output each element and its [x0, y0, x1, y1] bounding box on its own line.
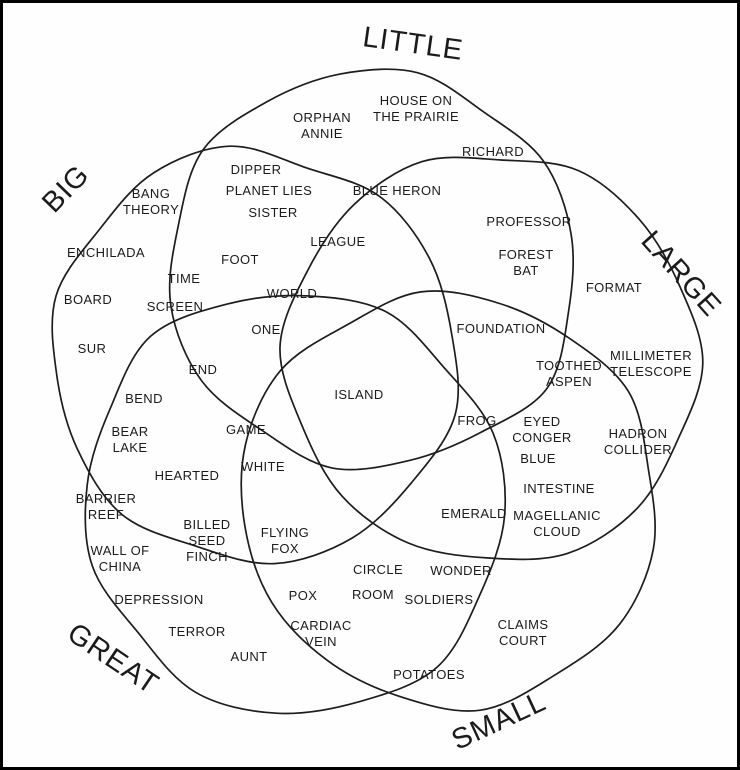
set-label-big: BIG: [36, 159, 96, 219]
region-label-terror: TERROR: [168, 624, 225, 639]
region-label-time: TIME: [168, 271, 201, 286]
region-label-sur: SUR: [78, 341, 107, 356]
region-label-game: GAME: [226, 422, 266, 437]
region-label-sister: SISTER: [248, 205, 297, 220]
region-label-league: LEAGUE: [310, 234, 365, 249]
region-label-circle: CIRCLE: [353, 562, 403, 577]
region-label-potatoes: POTATOES: [393, 667, 465, 682]
region-label-island: ISLAND: [334, 387, 383, 402]
set-outline-small: [240, 290, 656, 712]
set-outline-great: [84, 294, 507, 715]
region-label-wonder: WONDER: [430, 563, 492, 578]
region-label-dipper: DIPPER: [231, 162, 282, 177]
region-label-blue-heron: BLUE HERON: [353, 183, 442, 198]
set-outline-big: [51, 145, 460, 565]
set-outline-little: [168, 68, 575, 471]
region-label-foot: FOOT: [221, 252, 259, 267]
set-label-small: SMALL: [447, 685, 551, 756]
region-label-room: ROOM: [352, 587, 394, 602]
region-label-screen: SCREEN: [147, 299, 204, 314]
region-label-blue: BLUE: [520, 451, 556, 466]
region-label-emerald: EMERALD: [441, 506, 507, 521]
region-label-foundation: FOUNDATION: [457, 321, 546, 336]
region-label-soldiers: SOLDIERS: [405, 592, 474, 607]
region-label-enchilada: ENCHILADA: [67, 245, 145, 260]
region-label-depression: DEPRESSION: [114, 592, 203, 607]
region-label-hearted: HEARTED: [155, 468, 220, 483]
set-label-large: LARGE: [635, 225, 728, 323]
region-label-professor: PROFESSOR: [486, 214, 571, 229]
region-label-aunt: AUNT: [231, 649, 268, 664]
region-label-intestine: INTESTINE: [523, 481, 595, 496]
set-label-little: LITTLE: [361, 21, 466, 67]
region-label-format: FORMAT: [586, 280, 642, 295]
region-label-white: WHITE: [241, 459, 285, 474]
set-label-great: GREAT: [61, 617, 164, 701]
region-label-world: WORLD: [267, 286, 317, 301]
region-label-board: BOARD: [64, 292, 112, 307]
region-label-pox: POX: [289, 588, 318, 603]
set-outline-large: [279, 156, 704, 561]
region-label-frog: FROG: [457, 413, 496, 428]
region-label-bend: BEND: [125, 391, 163, 406]
region-label-planet-lies: PLANET LIES: [226, 183, 313, 198]
region-label-one: ONE: [251, 322, 280, 337]
region-label-richard: RICHARD: [462, 144, 524, 159]
region-label-end: END: [189, 362, 218, 377]
